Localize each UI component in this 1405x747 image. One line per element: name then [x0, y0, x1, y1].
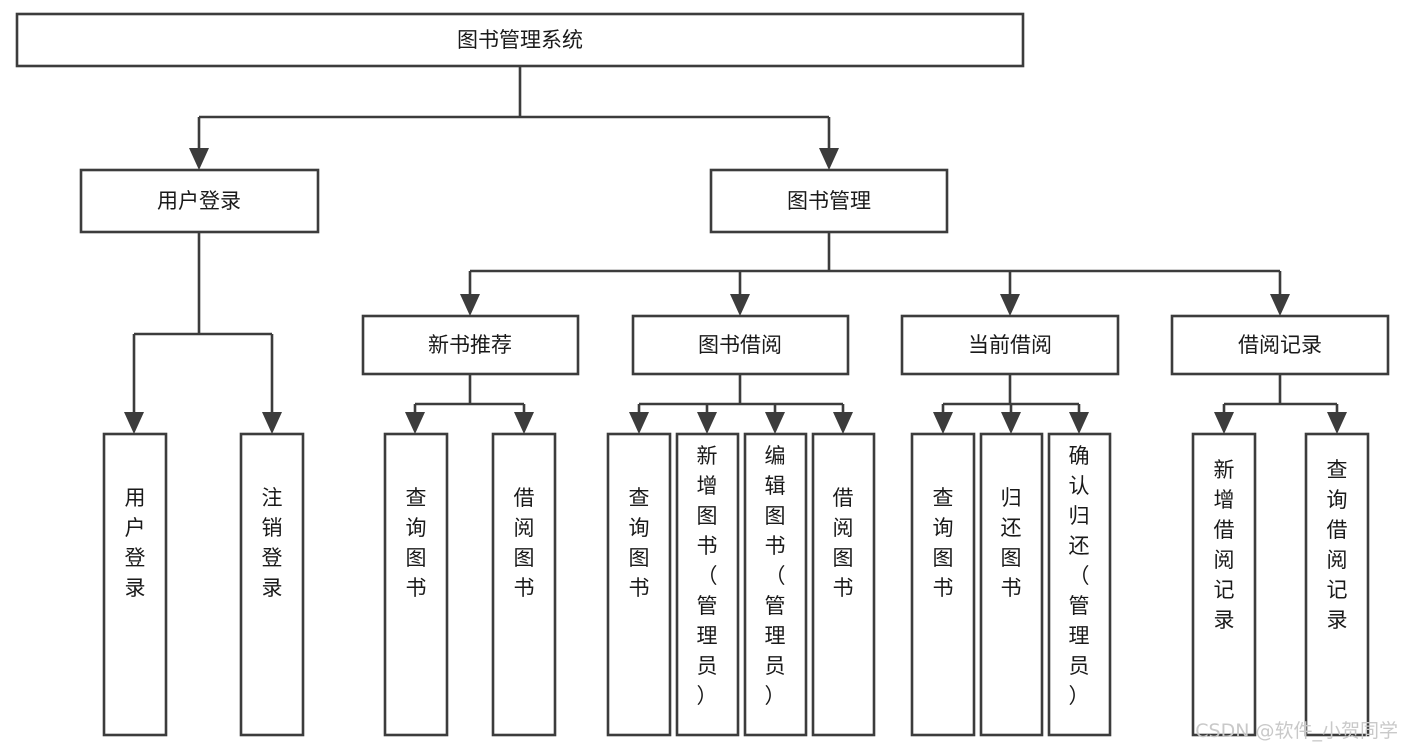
leaf-add-borrow-record-label: 新增借阅记录 — [1214, 458, 1235, 632]
leaf-user-login-label: 用户登录 — [125, 486, 146, 600]
leaf-query-book-2-label: 查询图书 — [629, 486, 650, 600]
leaf-add-book-admin-box[interactable] — [675, 432, 740, 737]
csdn-watermark: CSDN @软件_小贺同学 — [1195, 720, 1398, 742]
leaf-add-book-admin[interactable]: 新增图书（管理员） — [675, 432, 740, 737]
leaf-query-book-1[interactable]: 查询图书 — [383, 432, 449, 737]
arrow-leaf-user-login — [124, 412, 144, 434]
leaf-confirm-return-admin-label: 确认归还（管理员） — [1069, 444, 1090, 708]
node-book-borrow-box[interactable] — [631, 314, 850, 376]
arrow-leaf-logout — [262, 412, 282, 434]
arrow-leaf-query-borrow-record — [1327, 412, 1347, 434]
leaf-user-login-box[interactable] — [102, 432, 168, 737]
leaf-query-borrow-record-box[interactable] — [1304, 432, 1370, 737]
leaf-query-book-2-box[interactable] — [606, 432, 672, 737]
leaf-query-book-2[interactable]: 查询图书 — [606, 432, 672, 737]
arrow-leaf-return-book — [1001, 412, 1021, 434]
leaf-query-borrow-record[interactable]: 查询借阅记录 — [1304, 432, 1370, 737]
node-borrow-record-box[interactable] — [1170, 314, 1390, 376]
leaf-edit-book-admin-box[interactable] — [743, 432, 808, 737]
node-current-borrow-label: 当前借阅 — [968, 333, 1052, 357]
node-borrow-record-label: 借阅记录 — [1238, 333, 1322, 357]
arrow-leaf-query-book-1 — [405, 412, 425, 434]
node-book-borrow-label: 图书借阅 — [698, 333, 782, 357]
leaf-query-book-1-box[interactable] — [383, 432, 449, 737]
arrow-leaf-add-borrow-record — [1214, 412, 1234, 434]
node-book-management-box[interactable] — [709, 168, 949, 234]
leaf-query-book-3[interactable]: 查询图书 — [910, 432, 976, 737]
leaf-confirm-return-admin-box[interactable] — [1047, 432, 1112, 737]
root-node[interactable]: 图书管理系统 — [15, 12, 1025, 68]
arrow-leaf-query-book-3 — [933, 412, 953, 434]
leaf-return-book-label: 归还图书 — [1001, 486, 1022, 600]
leaf-confirm-return-admin[interactable]: 确认归还（管理员） — [1047, 432, 1112, 737]
node-user-login-box[interactable] — [79, 168, 320, 234]
node-user-login-label: 用户登录 — [157, 189, 241, 213]
arrow-to-new-book-recommend — [460, 294, 480, 316]
leaf-logout[interactable]: 注销登录 — [239, 432, 305, 737]
node-current-borrow[interactable]: 当前借阅 — [900, 314, 1120, 376]
node-borrow-record[interactable]: 借阅记录 — [1170, 314, 1390, 376]
node-book-borrow[interactable]: 图书借阅 — [631, 314, 850, 376]
leaf-return-book[interactable]: 归还图书 — [979, 432, 1044, 737]
leaf-borrow-book-1-box[interactable] — [491, 432, 557, 737]
leaf-edit-book-admin[interactable]: 编辑图书（管理员） — [743, 432, 808, 737]
arrow-leaf-add-book-admin — [697, 412, 717, 434]
arrow-leaf-borrow-book-2 — [833, 412, 853, 434]
arrow-leaf-confirm-return-admin — [1069, 412, 1089, 434]
leaf-query-borrow-record-label: 查询借阅记录 — [1327, 458, 1348, 632]
leaf-borrow-book-2-label: 借阅图书 — [833, 486, 854, 600]
root-node-label: 图书管理系统 — [457, 28, 583, 52]
connector-layer — [124, 66, 1347, 434]
leaf-add-borrow-record[interactable]: 新增借阅记录 — [1191, 432, 1257, 737]
node-new-book-recommend[interactable]: 新书推荐 — [361, 314, 580, 376]
leaf-query-book-1-label: 查询图书 — [406, 486, 427, 600]
leaf-logout-box[interactable] — [239, 432, 305, 737]
root-node-box[interactable] — [15, 12, 1025, 68]
arrow-to-book-mgmt — [819, 148, 839, 170]
node-book-management[interactable]: 图书管理 — [709, 168, 949, 234]
leaf-borrow-book-2[interactable]: 借阅图书 — [811, 432, 876, 737]
leaf-borrow-book-1[interactable]: 借阅图书 — [491, 432, 557, 737]
arrow-to-current-borrow — [1000, 294, 1020, 316]
leaf-user-login[interactable]: 用户登录 — [102, 432, 168, 737]
leaf-add-book-admin-label: 新增图书（管理员） — [697, 444, 718, 708]
arrow-leaf-borrow-book-1 — [514, 412, 534, 434]
leaf-add-borrow-record-box[interactable] — [1191, 432, 1257, 737]
leaf-borrow-book-2-box[interactable] — [811, 432, 876, 737]
arrow-leaf-query-book-2 — [629, 412, 649, 434]
node-new-book-recommend-label: 新书推荐 — [428, 333, 512, 357]
leaf-edit-book-admin-label: 编辑图书（管理员） — [765, 444, 786, 708]
arrow-to-borrow-record — [1270, 294, 1290, 316]
node-user-login[interactable]: 用户登录 — [79, 168, 320, 234]
leaf-query-book-3-box[interactable] — [910, 432, 976, 737]
leaf-borrow-book-1-label: 借阅图书 — [514, 486, 535, 600]
arrow-to-book-borrow — [730, 294, 750, 316]
leaf-return-book-box[interactable] — [979, 432, 1044, 737]
leaf-logout-label: 注销登录 — [262, 486, 283, 600]
node-current-borrow-box[interactable] — [900, 314, 1120, 376]
node-book-management-label: 图书管理 — [787, 189, 871, 213]
leaf-query-book-3-label: 查询图书 — [933, 486, 954, 600]
arrow-to-user-login — [189, 148, 209, 170]
arrow-leaf-edit-book-admin — [765, 412, 785, 434]
node-new-book-recommend-box[interactable] — [361, 314, 580, 376]
